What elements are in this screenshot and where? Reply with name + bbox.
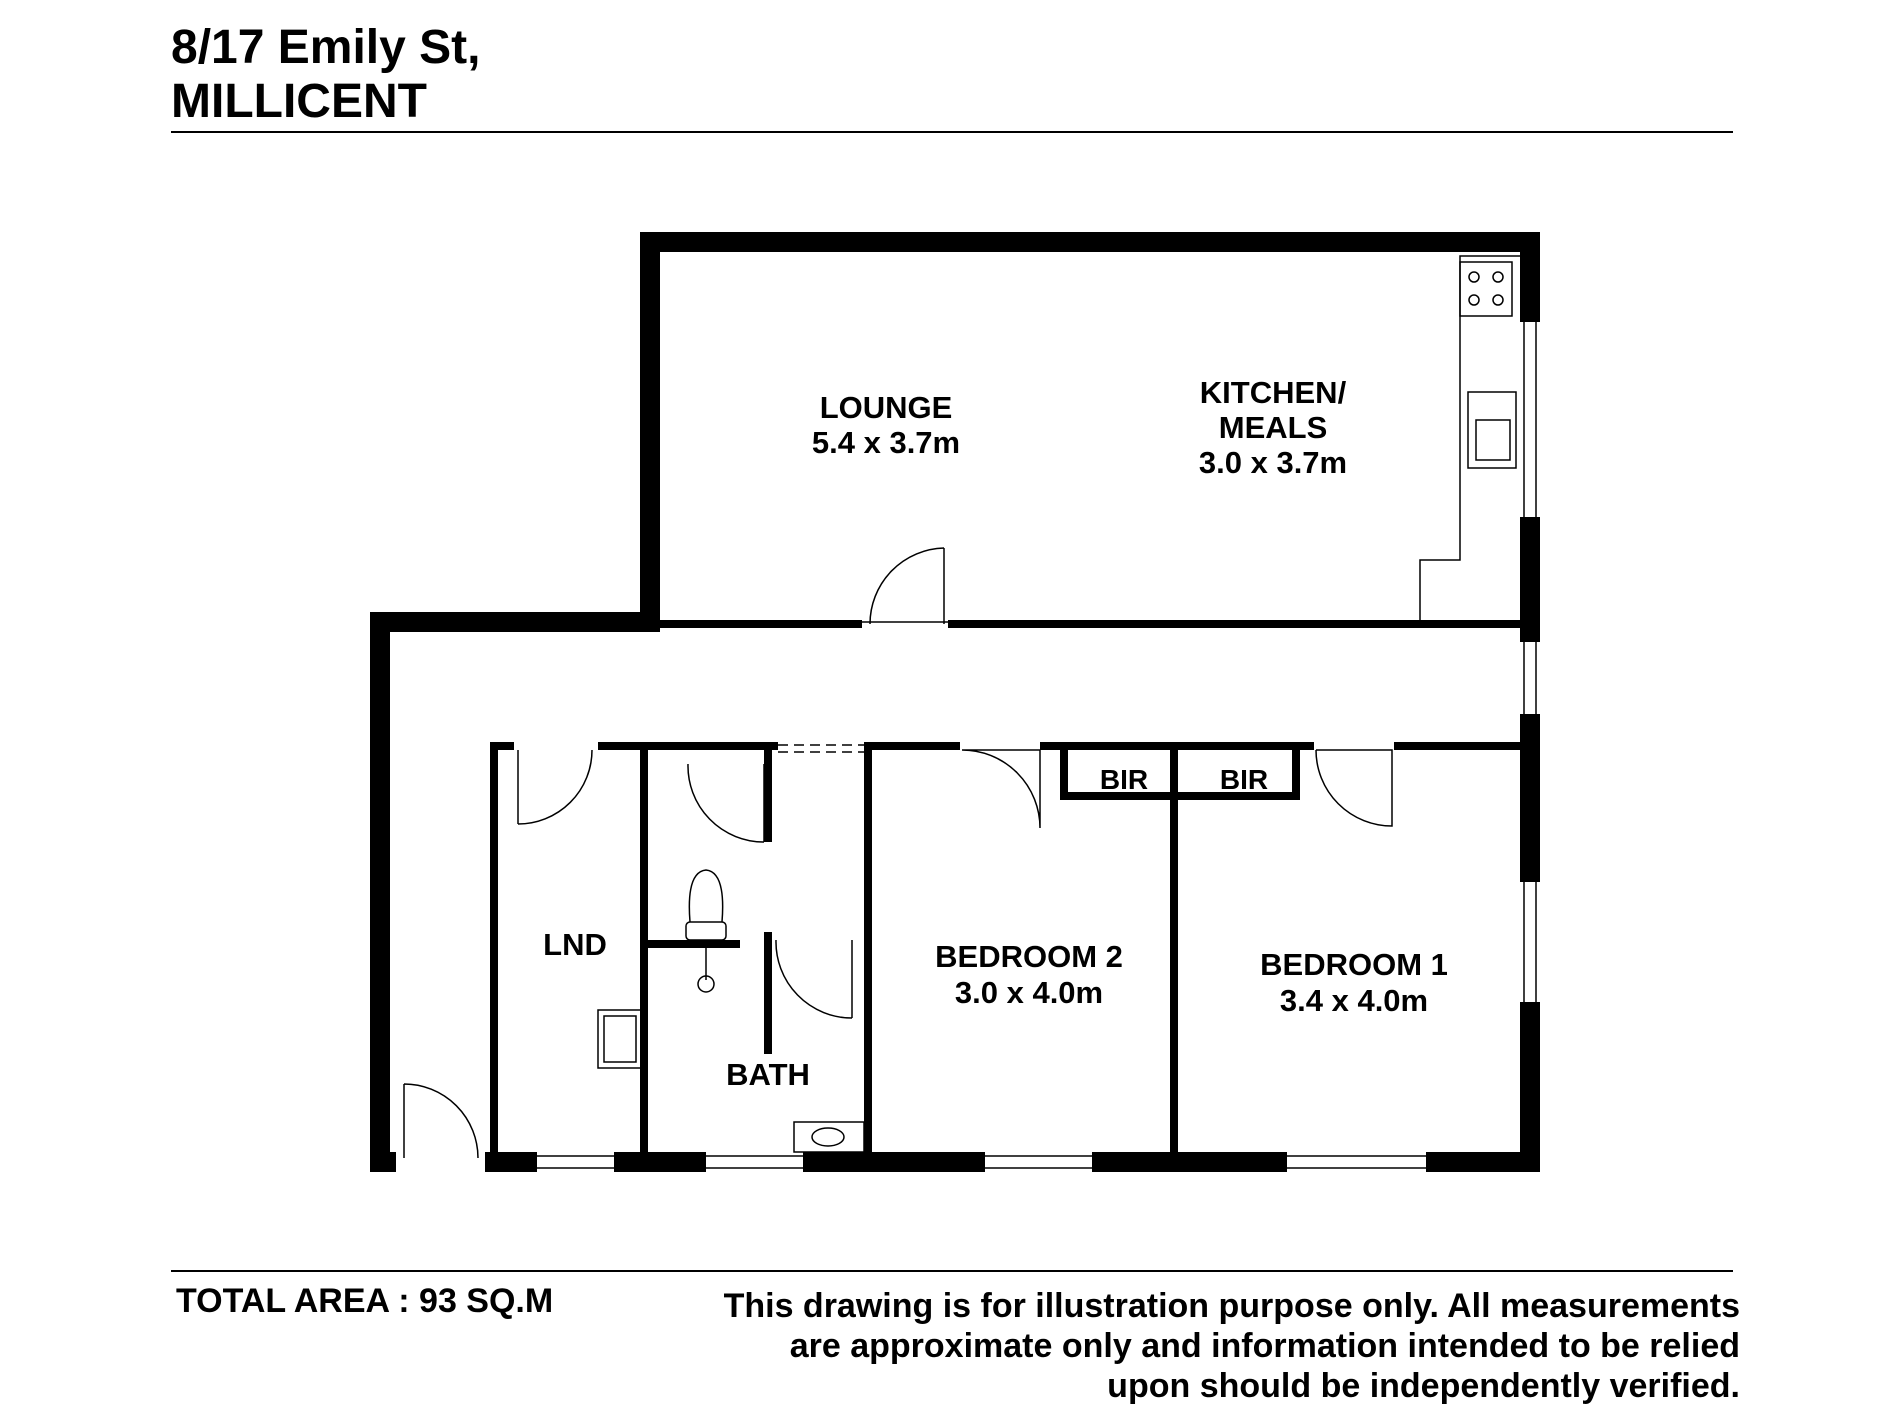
- bedroom-2-size: 3.0 x 4.0m: [955, 975, 1103, 1010]
- kitchen-bench: [1419, 255, 1520, 620]
- kitchen-label-line1: KITCHEN/: [1200, 375, 1347, 410]
- address-line-1: 8/17 Emily St,: [171, 21, 481, 74]
- header-divider: [171, 131, 1733, 133]
- kitchen-label-line2: MEALS: [1219, 410, 1328, 445]
- shower-rose: [697, 975, 715, 993]
- kitchen-sink: [1467, 391, 1517, 469]
- lounge-size: 5.4 x 3.7m: [812, 425, 960, 460]
- bedroom-1-label: BEDROOM 1: [1260, 947, 1448, 982]
- toilet: [685, 921, 727, 941]
- door-swing-bedroom-1: [1315, 749, 1393, 827]
- bir-left-label: BIR: [1100, 764, 1148, 795]
- fixtures: [537, 255, 1537, 1169]
- laundry-trough: [597, 1009, 643, 1069]
- door-swings: [403, 547, 1393, 1159]
- disclaimer: This drawing is for illustration purpose…: [640, 1286, 1740, 1406]
- door-swing-wc: [687, 763, 765, 843]
- basin: [811, 1127, 845, 1147]
- address-line-2: MILLICENT: [171, 75, 427, 128]
- lnd-label: LND: [543, 927, 607, 962]
- lounge-label: LOUNGE: [820, 390, 953, 425]
- door-swing-bedroom-2: [961, 749, 1041, 829]
- bedroom-1-size: 3.4 x 4.0m: [1280, 983, 1428, 1018]
- walls: [370, 232, 1540, 1172]
- disclaimer-line-2: are approximate only and information int…: [789, 1327, 1740, 1365]
- door-swing-lounge: [869, 547, 945, 625]
- bath-label: BATH: [726, 1057, 810, 1092]
- door-swing-bath: [775, 939, 853, 1019]
- total-area: TOTAL AREA : 93 SQ.M: [176, 1282, 554, 1320]
- cooktop: [1459, 261, 1513, 317]
- door-swing-lnd: [517, 749, 593, 825]
- vanity: [793, 1121, 865, 1153]
- room-labels: LOUNGE 5.4 x 3.7m KITCHEN/ MEALS 3.0 x 3…: [543, 375, 1448, 1092]
- disclaimer-line-1: This drawing is for illustration purpose…: [723, 1287, 1740, 1325]
- door-swing-entry: [403, 1083, 479, 1159]
- kitchen-size: 3.0 x 3.7m: [1199, 445, 1347, 480]
- bedroom-2-label: BEDROOM 2: [935, 939, 1123, 974]
- windows: [537, 322, 1537, 1169]
- bir-right-label: BIR: [1220, 764, 1268, 795]
- footer-divider: [171, 1270, 1733, 1272]
- disclaimer-line-3: upon should be independently verified.: [1107, 1367, 1740, 1405]
